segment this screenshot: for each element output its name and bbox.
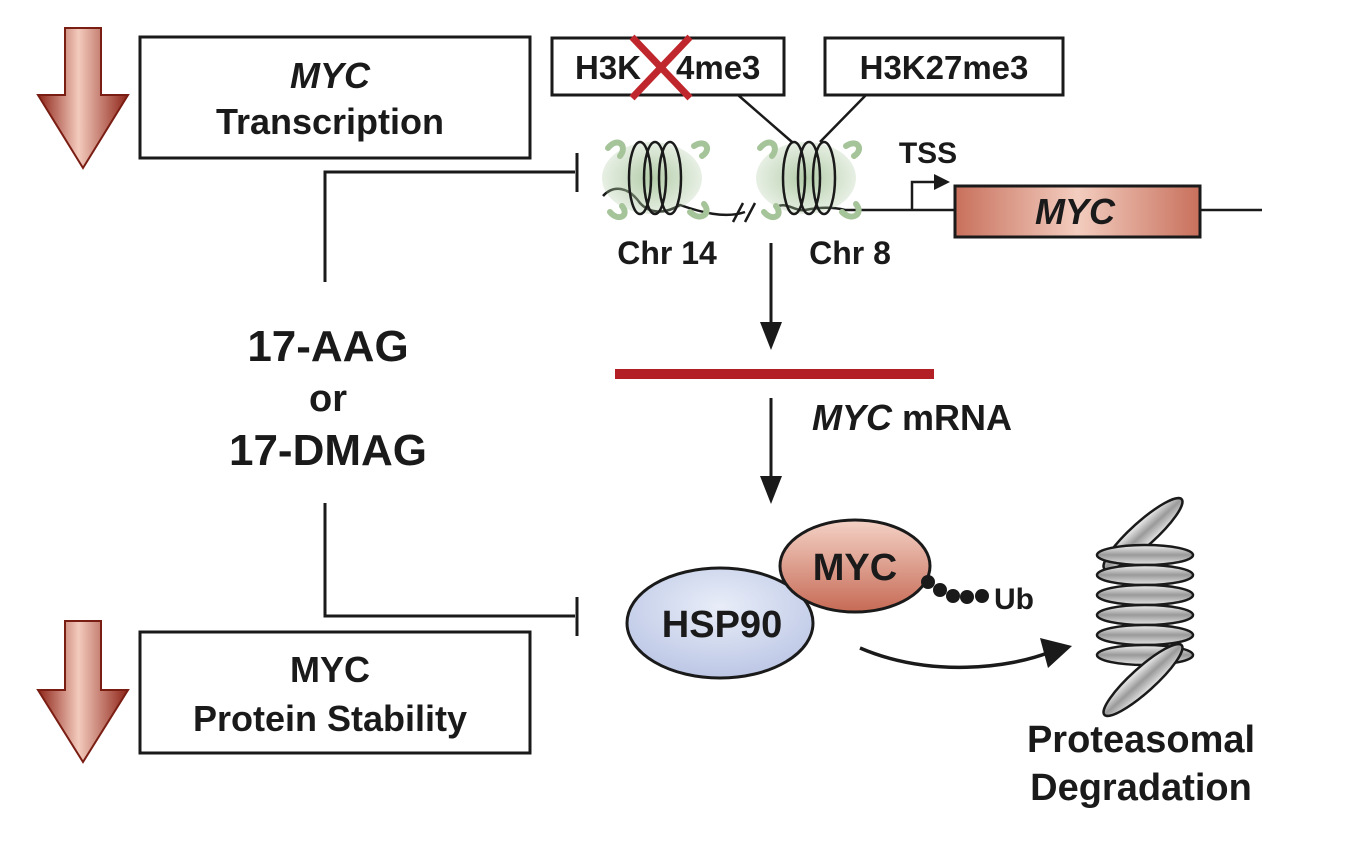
myc-protein-stability-box: MYC Protein Stability [138, 630, 532, 755]
myc-protein-stability-label: Protein Stability [193, 698, 467, 739]
chr8-label: Chr 8 [809, 235, 891, 271]
proteasomal-label: Proteasomal [1027, 719, 1255, 761]
h3k27me3-label: H3K27me3 [860, 49, 1029, 86]
ub-label: Ub [994, 583, 1034, 616]
tss-arrow: TSS [899, 137, 957, 210]
myc-transcription-gene: MYC [290, 55, 371, 96]
mrna-label: MYC mRNA [812, 397, 1012, 438]
myc-protein: MYC [778, 518, 932, 614]
drug-label: 17-AAG or 17-DMAG [229, 322, 427, 475]
myc-gene-label: MYC [1035, 191, 1116, 232]
proteasome-label: Proteasomal Degradation [1027, 719, 1255, 809]
transcription-arrow [760, 243, 782, 350]
drug-or: or [309, 378, 347, 420]
chromatin: TSS MYC Chr 14 Chr 8 [602, 137, 1262, 271]
degradation-arrow [859, 638, 1072, 670]
proteasome-icon [1095, 496, 1195, 718]
myc-transcription-box: MYC Transcription [138, 35, 532, 160]
h3k4me3-mark: H3K 4me3 [550, 34, 786, 101]
drug-17-aag: 17-AAG [247, 322, 408, 371]
loss-x-icon [629, 34, 693, 101]
inhibition-connectors [323, 153, 579, 636]
myc-protein-label: MYC [813, 547, 897, 589]
myc-mrna: MYC mRNA [615, 369, 1012, 438]
bottom-decrease-arrow [36, 620, 130, 764]
mark-pointer-lines [737, 94, 867, 143]
myc-gene-box: MYC [953, 184, 1202, 239]
translation-arrow [760, 398, 782, 504]
mrna-suffix: mRNA [892, 397, 1012, 438]
h3k27me3-mark: H3K27me3 [823, 36, 1065, 97]
h3k4me3-suffix: 4me3 [676, 49, 760, 86]
ubiquitin-chain: Ub [921, 575, 1034, 616]
myc-transcription-label: Transcription [216, 101, 444, 142]
nucleosome-icon-chr14 [602, 139, 710, 221]
nucleosome-icon-chr8 [756, 139, 862, 221]
chr14-label: Chr 14 [617, 235, 717, 271]
tss-label: TSS [899, 137, 957, 170]
mrna-gene: MYC [812, 397, 893, 438]
drug-17-dmag: 17-DMAG [229, 426, 427, 475]
degradation-label: Degradation [1030, 767, 1252, 809]
hsp90-protein: HSP90 [625, 566, 815, 680]
h3k4me3-prefix: H3K [575, 49, 641, 86]
myc-protein-stability-gene: MYC [290, 649, 370, 690]
hsp90-label: HSP90 [662, 604, 782, 646]
top-decrease-arrow [36, 27, 130, 170]
